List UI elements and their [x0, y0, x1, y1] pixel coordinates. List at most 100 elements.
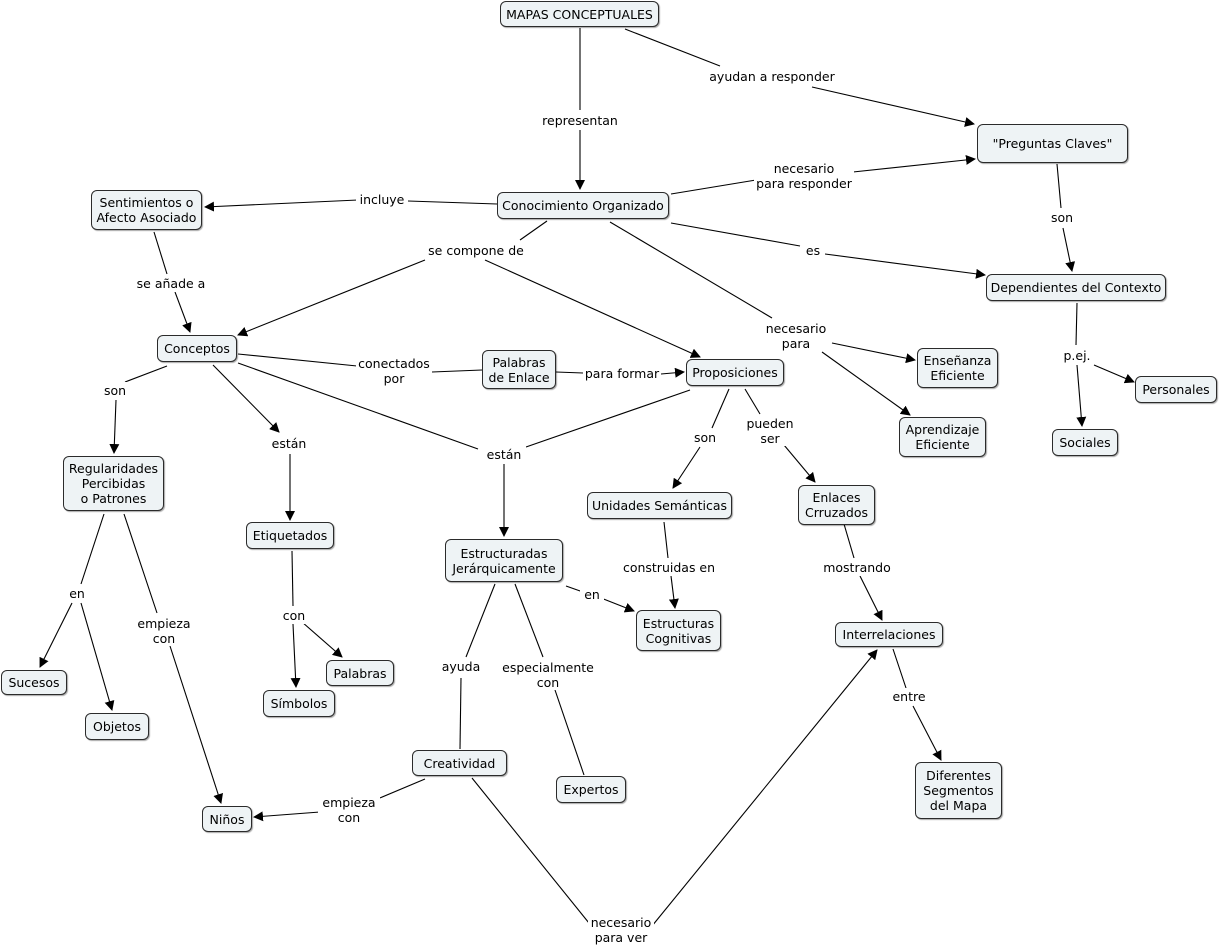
line-conceptos-estancenter — [237, 362, 479, 450]
link-es: es — [801, 242, 825, 259]
node-regularidades[interactable]: Regularidades Percibidas o Patrones — [63, 456, 164, 511]
link-con: con — [278, 607, 310, 624]
node-proposiciones[interactable]: Proposiciones — [686, 359, 784, 386]
line-conocimiento-incluye — [407, 200, 498, 205]
line-conceptos-estan — [212, 364, 280, 433]
link-necesario-para: necesario para — [762, 320, 830, 351]
node-estructuradas-jerarquicamente[interactable]: Estructuradas Jerárquicamente — [445, 539, 563, 582]
node-palabras[interactable]: Palabras — [326, 660, 394, 686]
link-conectados-por: conectados por — [356, 355, 432, 386]
line-interrelaciones-entre — [892, 648, 907, 689]
line-conocimiento-secompone — [519, 220, 548, 241]
line-incluye-sentimientos — [204, 199, 359, 212]
node-expertos[interactable]: Expertos — [556, 776, 626, 803]
node-ensenanza-eficiente[interactable]: Enseñanza Eficiente — [917, 348, 998, 388]
line-conocimiento-necesariopara — [609, 221, 773, 319]
line-dependientes-pej — [1075, 302, 1078, 346]
link-incluye: incluye — [356, 191, 408, 208]
link-son-proposiciones: son — [690, 429, 720, 446]
line-necesariopara-aprendizaje — [821, 351, 911, 416]
line-secompone-proposiciones — [484, 259, 701, 358]
line-proposiciones-pueden — [744, 388, 761, 415]
line-mapas-ayudan — [624, 28, 721, 67]
link-se-anade-a: se añade a — [133, 275, 209, 292]
line-pej-personales — [1093, 364, 1135, 384]
node-conocimiento-organizado[interactable]: Conocimiento Organizado — [497, 192, 669, 219]
node-objetos[interactable]: Objetos — [85, 713, 149, 740]
line-especialmente-expertos — [554, 689, 585, 776]
line-conectados-palabrasenlace — [431, 369, 483, 373]
line-en-objetos — [80, 602, 115, 711]
line-son-regularidades — [109, 399, 120, 454]
node-palabras-enlace[interactable]: Palabras de Enlace — [482, 350, 556, 389]
link-se-compone-de: se compone de — [423, 242, 529, 259]
line-creatividad-necesarioparaver — [471, 777, 594, 929]
node-conceptos[interactable]: Conceptos — [157, 335, 237, 362]
line-son-dependientes — [1062, 227, 1076, 272]
link-representan: representan — [538, 112, 622, 129]
link-entre: entre — [888, 688, 930, 705]
line-paraformar-proposiciones — [660, 367, 685, 378]
line-entre-diferentes — [912, 705, 942, 761]
line-pueden-enlaces — [783, 444, 816, 483]
node-simbolos[interactable]: Símbolos — [263, 690, 335, 717]
line-empieza-ninosb — [253, 811, 321, 822]
node-estructuras-cognitivas[interactable]: Estructuras Cognitivas — [636, 610, 721, 651]
node-aprendizaje-eficiente[interactable]: Aprendizaje Eficiente — [899, 417, 986, 457]
node-unidades-semanticas[interactable]: Unidades Semánticas — [587, 492, 732, 519]
node-sucesos[interactable]: Sucesos — [1, 670, 67, 695]
line-con-palabras — [301, 621, 343, 658]
line-conceptos-son — [124, 365, 168, 383]
line-necesarioparaver-interrelaciones — [651, 649, 878, 927]
line-enlaces-mostrando — [843, 523, 855, 559]
line-son-unidades — [672, 446, 701, 489]
node-interrelaciones[interactable]: Interrelaciones — [835, 622, 943, 647]
node-enlaces-cruzados[interactable]: Enlaces Crruzados — [798, 485, 875, 525]
line-proposiciones-son — [711, 388, 730, 429]
node-dependientes-contexto[interactable]: Dependientes del Contexto — [986, 274, 1166, 301]
line-ayuda-creatividad — [459, 677, 462, 750]
link-son-preguntas: son — [1046, 209, 1078, 226]
link-estan-etiquetados: están — [268, 435, 310, 452]
line-necesario-preguntas — [852, 154, 976, 173]
line-con-simbolos — [290, 623, 301, 688]
line-en-estructurascognitivas — [600, 597, 635, 613]
node-mapas-conceptuales[interactable]: MAPAS CONCEPTUALES — [500, 1, 659, 27]
node-sentimientos[interactable]: Sentimientos o Afecto Asociado — [91, 190, 202, 230]
line-en-sucesos — [39, 602, 73, 668]
line-regularidades-en — [80, 513, 105, 585]
line-preguntas-son — [1056, 163, 1062, 209]
link-pueden-ser: pueden ser — [743, 415, 797, 446]
link-pej: p.ej. — [1060, 347, 1094, 364]
line-estructuradas-ayuda — [465, 583, 496, 658]
link-empieza-con-creatividad: empieza con — [318, 794, 380, 825]
link-especialmente-con: especialmente con — [500, 659, 596, 690]
node-creatividad[interactable]: Creatividad — [412, 750, 507, 776]
link-para-formar: para formar — [583, 365, 661, 382]
link-ayudan-a-responder: ayudan a responder — [705, 68, 839, 85]
link-construidas-en: construidas en — [620, 559, 718, 576]
line-estructuradas-especialmente — [514, 583, 544, 658]
node-ninos[interactable]: Niños — [202, 806, 252, 832]
link-en-estructuradas: en — [580, 586, 604, 603]
node-etiquetados[interactable]: Etiquetados — [246, 522, 334, 549]
node-preguntas-claves[interactable]: "Preguntas Claves" — [977, 124, 1128, 163]
line-sentimientos-seanade — [153, 231, 168, 275]
link-ayuda: ayuda — [438, 658, 484, 675]
line-es-dependientes — [824, 253, 986, 279]
line-necesariopara-ensenanza — [831, 342, 916, 364]
link-empieza-con-regularidades: empieza con — [134, 615, 194, 646]
line-conocimiento-es — [670, 222, 801, 247]
link-estan-estructuradas: están — [482, 446, 526, 463]
line-conceptos-conectados — [237, 353, 358, 367]
line-unidades-construidas — [663, 521, 669, 559]
link-necesario-para-ver: necesario para ver — [588, 914, 654, 945]
line-conocimiento-necesario — [670, 179, 757, 195]
node-personales[interactable]: Personales — [1135, 376, 1217, 403]
node-sociales[interactable]: Sociales — [1052, 429, 1118, 456]
node-diferentes-segmentos[interactable]: Diferentes Segmentos del Mapa — [915, 762, 1002, 819]
link-en-regularidades: en — [65, 585, 89, 602]
line-ayudan-preguntas — [811, 86, 975, 127]
